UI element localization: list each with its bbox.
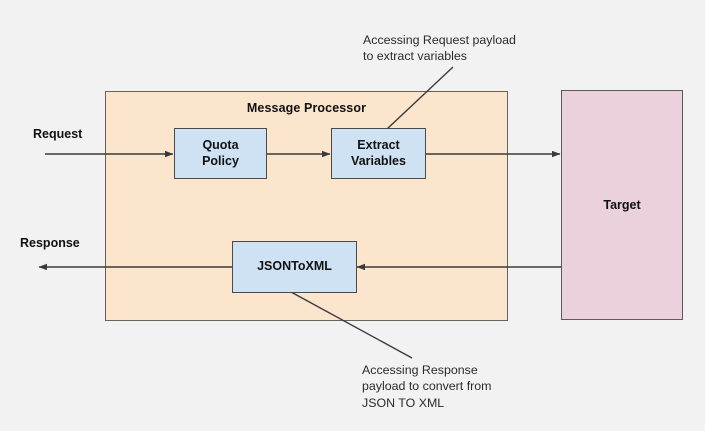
request-label: Request [33, 127, 83, 141]
target-node: Target [561, 90, 683, 320]
target-label: Target [603, 198, 641, 212]
response-annotation-text: Accessing Response payload to convert fr… [362, 363, 492, 410]
response-label: Response [20, 236, 80, 250]
leader-line-response-annotation [290, 291, 413, 359]
jsontoxml-node: JSONToXML [232, 241, 357, 293]
leader-line-request-annotation [386, 66, 454, 130]
message-processor-title: Message Processor [246, 101, 367, 115]
quota-policy-node: Quota Policy [174, 128, 267, 179]
request-annotation-text: Accessing Request payload to extract var… [363, 33, 516, 64]
quota-policy-label: Quota Policy [202, 138, 239, 168]
extract-variables-label: Extract Variables [351, 138, 406, 168]
extract-variables-node: Extract Variables [331, 128, 426, 179]
jsontoxml-label: JSONToXML [257, 259, 332, 274]
